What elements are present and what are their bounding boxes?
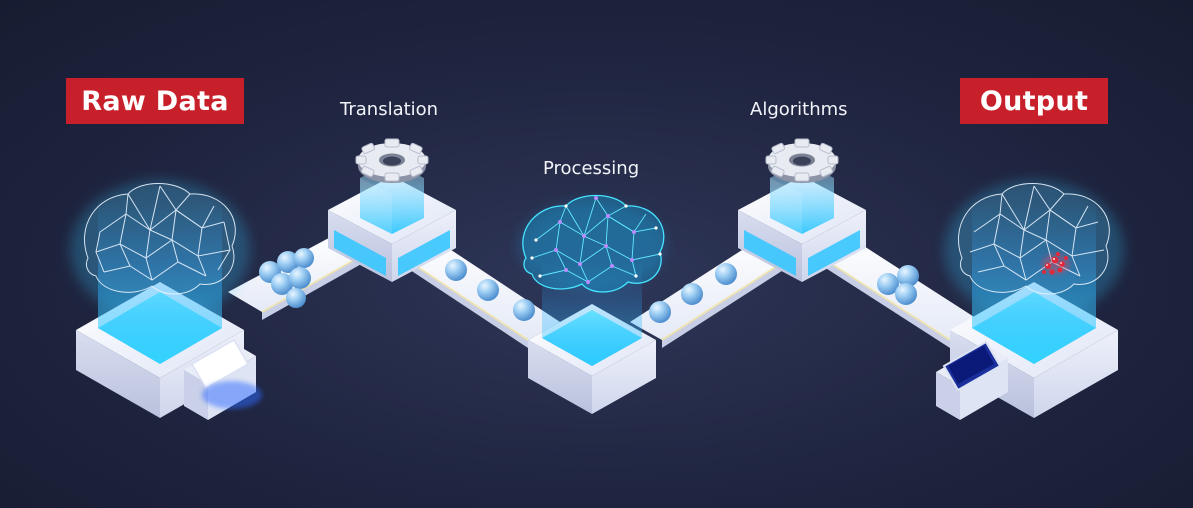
data-sphere-icon <box>445 259 467 281</box>
highlight-marker <box>1042 252 1070 275</box>
output-label: Output <box>960 78 1108 124</box>
data-sphere-icon <box>877 273 899 295</box>
data-sphere-icon <box>286 288 306 308</box>
monitor-icon <box>184 338 262 420</box>
brain-icon <box>84 183 236 295</box>
data-sphere-icon <box>477 279 499 301</box>
algorithms-machine <box>738 138 866 282</box>
raw-data-machine <box>70 180 262 420</box>
brain-icon <box>958 183 1110 295</box>
data-sphere-icon <box>897 265 919 287</box>
data-spheres <box>259 248 919 323</box>
monitor-icon <box>936 340 1008 420</box>
gear-icon <box>355 138 429 183</box>
data-sphere-icon <box>681 283 703 305</box>
raw-data-label: Raw Data <box>66 78 244 124</box>
conveyor-belts <box>228 232 982 348</box>
translation-machine <box>328 138 456 282</box>
data-sphere-icon <box>289 267 311 289</box>
output-machine <box>936 180 1124 420</box>
data-sphere-icon <box>277 251 299 273</box>
gear-icon <box>765 138 839 183</box>
processing-machine <box>518 194 666 414</box>
data-sphere-icon <box>895 283 917 305</box>
data-sphere-icon <box>513 299 535 321</box>
translation-label: Translation <box>340 99 439 120</box>
data-sphere-icon <box>294 248 314 268</box>
data-sphere-icon <box>649 301 671 323</box>
data-sphere-icon <box>715 263 737 285</box>
brain-icon <box>518 194 666 293</box>
data-sphere-icon <box>271 273 293 295</box>
processing-label: Processing <box>543 158 640 179</box>
algorithms-label: Algorithms <box>750 99 848 120</box>
